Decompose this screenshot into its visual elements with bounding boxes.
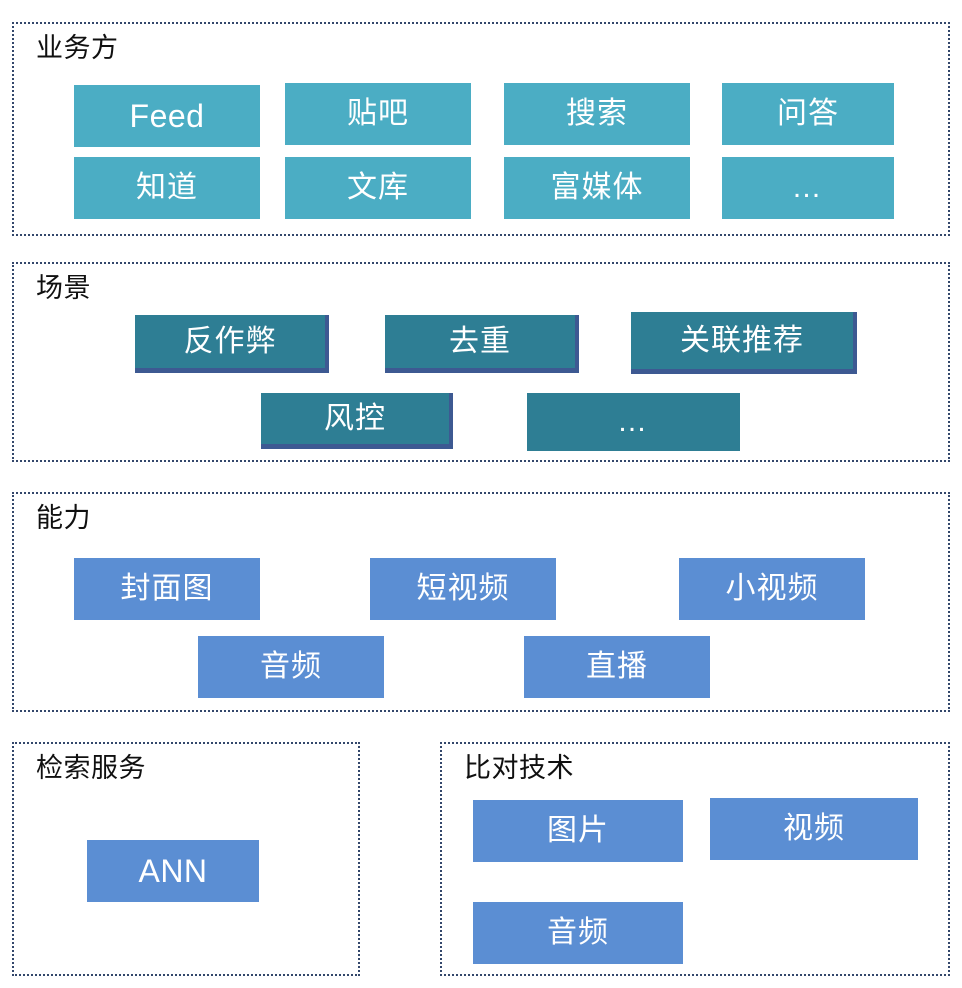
node-scene-3[interactable]: 风控 (261, 393, 449, 449)
node-business-2[interactable]: 搜索 (504, 83, 690, 145)
panel-title-business: 业务方 (36, 33, 119, 63)
panel-title-retrieval-service: 检索服务 (36, 753, 146, 783)
node-comparison-tech-0[interactable]: 图片 (473, 800, 683, 862)
panel-title-comparison-tech: 比对技术 (464, 753, 574, 783)
node-capability-0[interactable]: 封面图 (74, 558, 260, 620)
node-capability-2[interactable]: 小视频 (679, 558, 865, 620)
node-scene-2[interactable]: 关联推荐 (631, 312, 853, 374)
node-business-6[interactable]: 富媒体 (504, 157, 690, 219)
node-business-4[interactable]: 知道 (74, 157, 260, 219)
node-scene-0[interactable]: 反作弊 (135, 315, 325, 373)
node-capability-3[interactable]: 音频 (198, 636, 384, 698)
node-business-3[interactable]: 问答 (722, 83, 894, 145)
node-comparison-tech-2[interactable]: 音频 (473, 902, 683, 964)
node-scene-4[interactable]: … (527, 393, 740, 451)
panel-title-scene: 场景 (36, 273, 91, 303)
node-capability-4[interactable]: 直播 (524, 636, 710, 698)
node-capability-1[interactable]: 短视频 (370, 558, 556, 620)
panel-title-capability: 能力 (36, 503, 91, 533)
node-business-7[interactable]: … (722, 157, 894, 219)
node-comparison-tech-1[interactable]: 视频 (710, 798, 918, 860)
node-retrieval-service-0[interactable]: ANN (87, 840, 259, 902)
node-business-1[interactable]: 贴吧 (285, 83, 471, 145)
node-business-5[interactable]: 文库 (285, 157, 471, 219)
node-business-0[interactable]: Feed (74, 85, 260, 147)
node-scene-1[interactable]: 去重 (385, 315, 575, 373)
